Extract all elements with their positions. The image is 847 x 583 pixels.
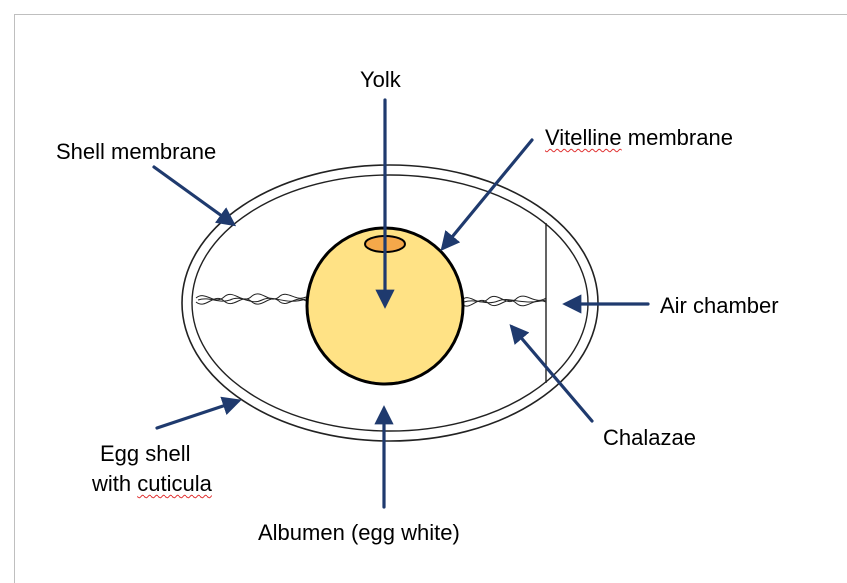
- label-vitelline-word: Vitelline: [545, 125, 622, 150]
- chalaza-left: [196, 294, 306, 304]
- label-air-chamber: Air chamber: [660, 293, 779, 319]
- arrow-icon: [157, 401, 238, 428]
- label-shell-membrane: Shell membrane: [56, 139, 216, 165]
- chalaza-right: [462, 296, 546, 306]
- label-yolk: Yolk: [360, 67, 401, 93]
- label-chalazae: Chalazae: [603, 425, 696, 451]
- label-cuticula-word: cuticula: [137, 471, 212, 496]
- label-vitelline-rest: membrane: [622, 125, 733, 150]
- label-egg-shell-line2: with cuticula: [92, 471, 212, 497]
- arrow-icon: [512, 327, 592, 421]
- label-egg-shell-with: with: [92, 471, 137, 496]
- label-egg-shell-line1: Egg shell: [100, 441, 191, 467]
- label-albumen: Albumen (egg white): [258, 520, 460, 546]
- arrow-icon: [154, 167, 233, 224]
- label-vitelline-membrane: Vitelline membrane: [545, 125, 733, 151]
